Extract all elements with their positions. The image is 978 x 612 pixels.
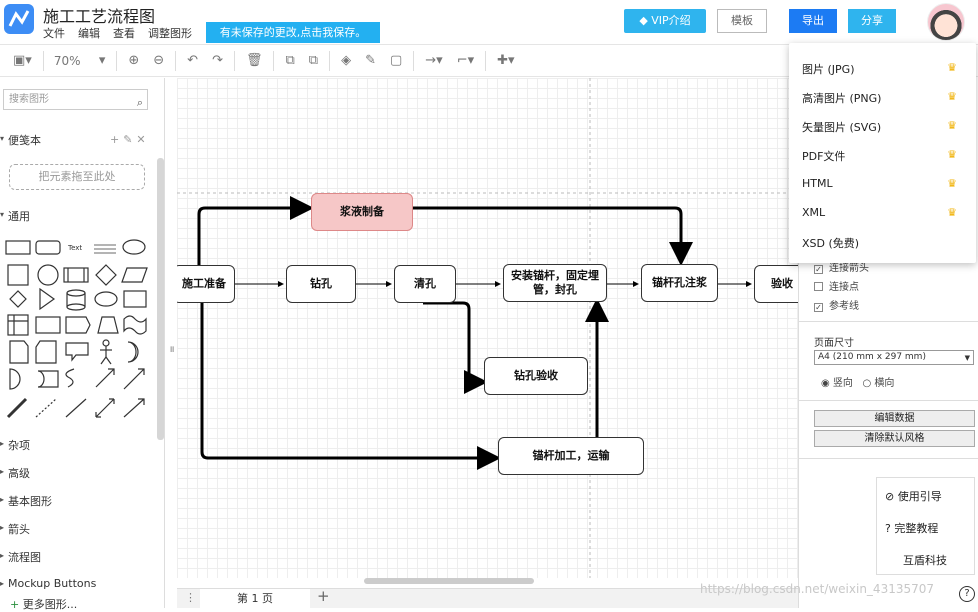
vip-crown-icon: ♛ — [947, 61, 957, 74]
document-title[interactable]: 施工工艺流程图 — [43, 7, 156, 26]
menu-view[interactable]: 查看 — [113, 27, 135, 40]
node-grouting[interactable]: 锚杆孔注浆 — [641, 264, 718, 302]
line-color-icon[interactable]: ✎ — [365, 53, 376, 68]
node-drilling[interactable]: 钻孔 — [286, 265, 356, 303]
checkbox-guides[interactable]: ✓参考线 — [814, 301, 859, 312]
share-button[interactable]: 分享 — [848, 9, 896, 33]
orientation-radios: ◉ 竖向 ○ 横向 — [821, 374, 894, 389]
waypoint-style-icon[interactable]: ⌐▾ — [456, 53, 475, 68]
section-advanced[interactable]: 高级 — [0, 465, 155, 481]
diamond-icon: ◆ — [639, 14, 652, 27]
undo-icon[interactable]: ↶ — [187, 53, 199, 68]
shadow-icon[interactable]: ▢ — [389, 53, 403, 68]
add-page-icon[interactable]: + — [317, 587, 330, 605]
compass-icon: ⊘ — [885, 490, 895, 503]
export-html[interactable]: HTML♛ — [802, 177, 957, 190]
vip-crown-icon: ♛ — [947, 206, 957, 219]
help-panel: ⊘ 使用引导 ? 完整教程 互盾科技 — [876, 477, 975, 575]
section-mockup-buttons[interactable]: Mockup Buttons — [0, 577, 155, 590]
watermark: https://blog.csdn.net/weixin_43135707 — [700, 582, 935, 596]
section-arrows[interactable]: 箭头 — [0, 521, 155, 537]
export-xsd[interactable]: XSD (免费) — [802, 237, 860, 250]
help-icon: ? — [885, 522, 891, 535]
to-front-icon[interactable]: ⧉ — [285, 53, 295, 68]
section-basic[interactable]: 基本图形 — [0, 493, 155, 509]
sidebar-scrollbar[interactable] — [157, 158, 164, 440]
vip-crown-icon: ♛ — [947, 119, 957, 132]
connection-style-icon[interactable]: →▾ — [425, 53, 443, 68]
search-icon[interactable]: ⌕ — [136, 96, 143, 109]
page-menu-icon[interactable]: ⋮ — [185, 591, 196, 604]
checkbox-connection-points[interactable]: 连接点 — [814, 278, 859, 293]
zoom-level[interactable]: 70% — [53, 53, 81, 68]
node-install-anchor[interactable]: 安装锚杆，固定埋管，封孔 — [503, 264, 607, 302]
vip-crown-icon: ♛ — [947, 90, 957, 103]
export-jpg[interactable]: 图片 (JPG)♛ — [802, 61, 957, 76]
section-general[interactable]: 通用 — [0, 208, 155, 224]
chevron-down-icon[interactable]: ▾ — [98, 53, 106, 68]
more-shapes-link[interactable]: + 更多图形... — [10, 598, 78, 611]
app-logo-icon — [4, 4, 34, 34]
node-hole-cleaning[interactable]: 清孔 — [394, 265, 456, 303]
menu-file[interactable]: 文件 — [43, 27, 65, 40]
export-button[interactable]: 导出 — [789, 9, 837, 33]
tab-page-1[interactable]: 第 1 页 — [200, 589, 310, 609]
vip-button[interactable]: ◆ VIP介绍 — [624, 9, 706, 33]
shape-palette[interactable]: Text — [4, 237, 152, 427]
checkbox-connection-arrows[interactable]: ✓连接箭头 — [814, 263, 869, 274]
vip-crown-icon: ♛ — [947, 148, 957, 161]
section-scratchpad[interactable]: 便笺本 — [0, 132, 155, 148]
svg-text:Text: Text — [67, 244, 82, 252]
export-svg[interactable]: 矢量图片 (SVG)♛ — [802, 119, 957, 134]
company-link[interactable]: 互盾科技 — [903, 554, 947, 567]
node-drill-acceptance[interactable]: 钻孔验收 — [484, 357, 588, 395]
delete-icon[interactable]: 🗑 — [245, 53, 263, 68]
edit-data-button[interactable]: 编辑数据 — [814, 410, 975, 427]
format-panel-icon[interactable]: ▣▾ — [13, 53, 32, 68]
node-acceptance[interactable]: 验收 — [754, 265, 798, 303]
export-png[interactable]: 高清图片 (PNG)♛ — [802, 90, 957, 105]
help-icon[interactable]: ? — [959, 586, 975, 602]
fill-color-icon[interactable]: ◈ — [341, 53, 352, 68]
radio-landscape[interactable]: ○ 横向 — [862, 378, 895, 389]
menu-edit[interactable]: 编辑 — [78, 27, 100, 40]
tutorial-link[interactable]: ? 完整教程 — [885, 522, 939, 535]
unsaved-changes-banner[interactable]: 有未保存的更改,点击我保存。 — [206, 22, 380, 43]
node-slurry-prep[interactable]: 浆液制备 — [311, 193, 413, 231]
connectors — [177, 78, 798, 578]
section-misc[interactable]: 杂项 — [0, 437, 155, 453]
avatar[interactable] — [927, 3, 965, 41]
canvas-horizontal-scrollbar[interactable] — [364, 578, 534, 584]
clear-default-style-button[interactable]: 清除默认风格 — [814, 430, 975, 447]
export-dropdown: 图片 (JPG)♛ 高清图片 (PNG)♛ 矢量图片 (SVG)♛ PDF文件♛… — [789, 43, 976, 263]
section-flowchart[interactable]: 流程图 — [0, 549, 155, 565]
page-size-select[interactable]: A4 (210 mm x 297 mm) — [814, 350, 974, 365]
sidebar-resize-handle[interactable]: ॥ — [169, 345, 175, 355]
diagram-canvas[interactable]: 施工准备 钻孔 清孔 安装锚杆，固定埋管，封孔 锚杆孔注浆 验收 浆液制备 钻孔… — [177, 78, 798, 578]
page-size-label: 页面尺寸 — [814, 338, 854, 349]
menu-arrange[interactable]: 调整图形 — [148, 27, 192, 40]
guide-link[interactable]: ⊘ 使用引导 — [885, 490, 942, 503]
app-header: 施工工艺流程图 文件 编辑 查看 调整图形 有未保存的更改,点击我保存。 ◆ V… — [0, 0, 978, 44]
radio-portrait[interactable]: ◉ 竖向 — [821, 378, 853, 389]
shape-sidebar: 搜索图形 ⌕ 便笺本 +✎✕ 把元素拖至此处 通用 Text — [0, 78, 165, 611]
redo-icon[interactable]: ↷ — [212, 53, 223, 68]
export-pdf[interactable]: PDF文件♛ — [802, 148, 957, 163]
to-back-icon[interactable]: ⧉ — [308, 53, 319, 68]
node-preparation[interactable]: 施工准备 — [177, 265, 235, 303]
template-button[interactable]: 模板 — [717, 9, 767, 33]
export-xml[interactable]: XML♛ — [802, 206, 957, 219]
page-bar: ⋮ 第 1 页 + — [177, 587, 798, 609]
vip-crown-icon: ♛ — [947, 177, 957, 190]
search-input[interactable]: 搜索图形 ⌕ — [3, 89, 148, 110]
menu-bar: 文件 编辑 查看 调整图形 — [43, 25, 192, 41]
scratchpad-dropzone[interactable]: 把元素拖至此处 — [9, 164, 145, 190]
zoom-in-icon[interactable]: ⊕ — [128, 53, 140, 68]
insert-icon[interactable]: ✚▾ — [497, 53, 515, 68]
zoom-out-icon[interactable]: ⊖ — [153, 53, 165, 68]
node-anchor-processing[interactable]: 锚杆加工，运输 — [498, 437, 644, 475]
scratchpad-tools[interactable]: +✎✕ — [110, 133, 150, 146]
